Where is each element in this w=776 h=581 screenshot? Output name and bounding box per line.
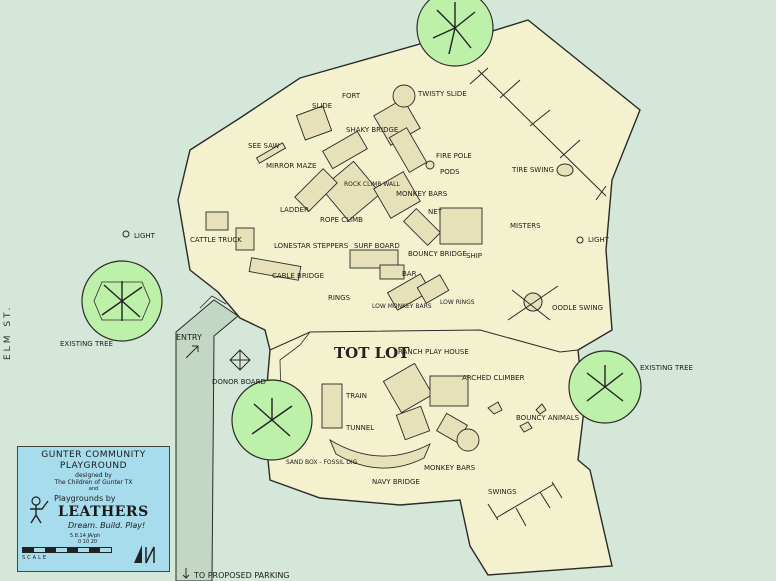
designer-children: The Children of Gunter TX — [54, 479, 133, 486]
label-monkey-bars: MONKEY BARS — [396, 190, 448, 198]
cattle-truck-shape — [205, 211, 229, 231]
tree-bottom-left — [231, 379, 313, 461]
date-initials: 5.8.14 JA/ph — [70, 533, 101, 539]
label-cable-bridge: CABLE BRIDGE — [272, 272, 324, 280]
playgrounds-by: Playgrounds by — [54, 494, 116, 503]
label-swings: SWINGS — [488, 488, 517, 496]
label-low-rings: LOW RINGS — [440, 299, 475, 306]
entry-path — [175, 299, 239, 581]
north-arrow-icon — [134, 545, 155, 564]
label-see-saw: SEE SAW — [248, 142, 279, 150]
label-bar: BAR — [402, 270, 417, 278]
label-donor-board: DONOR BOARD — [212, 378, 266, 386]
leathers-logo: LEATHERS — [58, 504, 149, 520]
lonestar-steppers-shape — [235, 227, 255, 251]
label-navy-bridge: NAVY BRIDGE — [372, 478, 420, 486]
tire-swing-frame — [469, 67, 607, 201]
label-fort: FORT — [342, 92, 361, 100]
label-lonestar-steppers: LONESTAR STEPPERS — [274, 242, 349, 250]
label-misters: MISTERS — [510, 222, 541, 230]
label-existing-tree-right: EXISTING TREE — [640, 364, 693, 372]
label-elm-st: ELM ST. — [3, 305, 13, 360]
designed-by: designed by — [75, 472, 112, 479]
label-low-monkey-bars: LOW MONKEY BARS — [372, 303, 432, 310]
scale-label: SCALE — [22, 555, 49, 561]
label-oodle-swing: OODLE SWING — [552, 304, 603, 312]
label-shaky-bridge: SHAKY BRIDGE — [346, 126, 398, 134]
label-twisty-slide: TWISTY SLIDE — [417, 90, 467, 98]
label-cattle-truck: CATTLE TRUCK — [190, 236, 242, 244]
oodle-swing-shape — [507, 285, 559, 321]
label-ladder: LADDER — [280, 206, 309, 214]
label-rope-climb: ROPE CLIMB — [320, 216, 363, 224]
label-bouncy-bridge: BOUNCY BRIDGE — [408, 250, 467, 258]
scale-bar — [22, 547, 112, 553]
title-line-2: PLAYGROUND — [59, 461, 128, 471]
tree-top — [416, 0, 494, 67]
label-mirror-maze: MIRROR MAZE — [266, 162, 316, 170]
see-saw-shape — [255, 142, 287, 164]
label-arched-climber: ARCHED CLIMBER — [462, 374, 525, 382]
path-border — [199, 295, 227, 309]
label-entry: ENTRY — [176, 333, 202, 342]
tree-left — [81, 260, 163, 342]
tagline: Dream. Build. Play! — [68, 521, 146, 530]
tree-right — [568, 350, 642, 424]
label-surf-board: SURF BOARD — [354, 242, 400, 250]
label-proposed-parking: TO PROPOSED PARKING — [193, 571, 290, 580]
label-tire-swing: TIRE SWING — [511, 166, 554, 174]
parking-arrow — [182, 568, 190, 579]
label-light-left: LIGHT — [134, 232, 156, 240]
zone-divider — [269, 329, 579, 353]
label-tot-lot: TOT LOT — [334, 344, 410, 362]
label-monkey-bars-tot: MONKEY BARS — [424, 464, 476, 472]
label-train: TRAIN — [345, 392, 367, 400]
title-block: GUNTER COMMUNITY PLAYGROUND designed by … — [17, 446, 170, 572]
label-bouncy-animals: BOUNCY ANIMALS — [516, 414, 580, 422]
label-light-right: LIGHT — [588, 236, 610, 244]
label-slide: SLIDE — [312, 102, 332, 110]
label-existing-tree-left: EXISTING TREE — [60, 340, 113, 348]
label-pods: PODS — [440, 168, 460, 176]
label-rings: RINGS — [328, 294, 351, 302]
light-marker-left — [122, 230, 130, 238]
label-ranch-play-house: RANCH PLAY HOUSE — [398, 348, 469, 356]
scale-ticks: 0 10 20 — [78, 539, 98, 545]
sandbox-umbrella — [456, 428, 480, 452]
label-net: NET — [428, 208, 443, 216]
label-rock-climb-wall: ROCK CLIMB WALL — [344, 181, 400, 188]
main-structure — [248, 98, 483, 311]
twisty-slide-shape — [392, 84, 416, 108]
and-text: and — [88, 486, 99, 492]
pods-shape — [425, 160, 435, 170]
label-sand-box-fossil-dig: SAND BOX - FOSSIL DIG — [286, 459, 358, 466]
bouncy-animals-shape — [487, 401, 547, 433]
label-fire-pole: FIRE POLE — [436, 152, 472, 160]
swings-frame — [487, 481, 563, 527]
kid-logo-icon — [30, 496, 49, 524]
entry-arrow — [185, 345, 199, 359]
title-line-1: GUNTER COMMUNITY — [41, 450, 146, 460]
label-ship: SHIP — [466, 252, 482, 260]
donor-board-shape — [229, 349, 251, 371]
light-marker-right — [576, 236, 584, 244]
label-tunnel: TUNNEL — [345, 424, 374, 432]
